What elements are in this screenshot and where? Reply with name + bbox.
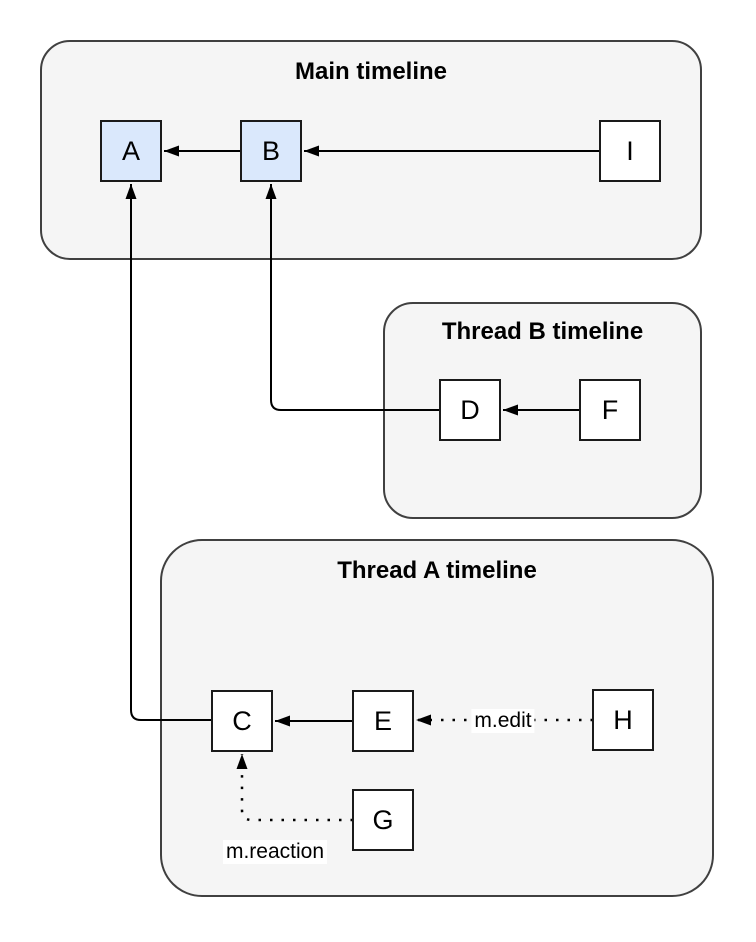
thread-a-timeline-title: Thread A timeline	[337, 557, 537, 584]
event-node-g: G	[352, 789, 414, 851]
event-node-f: F	[579, 379, 641, 441]
main-timeline-title: Main timeline	[294, 58, 448, 85]
event-node-i: I	[599, 120, 661, 182]
event-node-e: E	[352, 690, 414, 752]
event-node-h: H	[592, 689, 654, 751]
container-thread-b-timeline: Thread B timeline	[383, 302, 702, 519]
event-node-a: A	[100, 120, 162, 182]
event-node-b: B	[240, 120, 302, 182]
event-node-d: D	[439, 379, 501, 441]
edge-label-m-edit: m.edit	[471, 709, 535, 733]
thread-b-timeline-title: Thread B timeline	[441, 318, 644, 345]
edge-label-m-reaction: m.reaction	[222, 840, 328, 864]
event-node-c: C	[211, 690, 273, 752]
